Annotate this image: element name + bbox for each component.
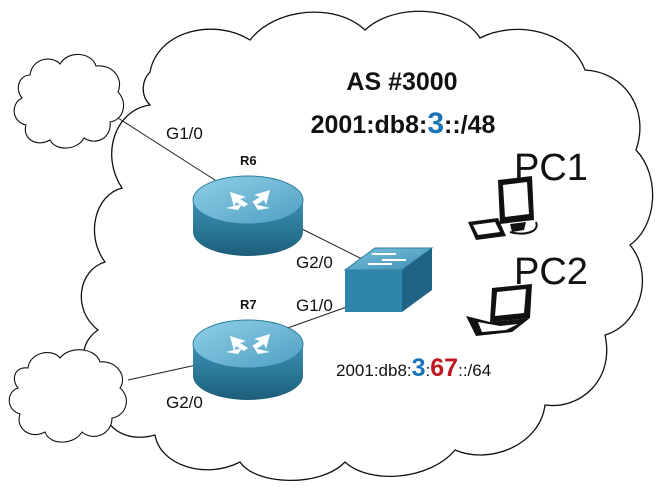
- external-cloud-bottom: [8, 349, 127, 443]
- subnet-colon: :: [426, 361, 431, 380]
- router-arrows-icon: [226, 190, 270, 210]
- r7-name: R7: [240, 297, 257, 312]
- pc1-icon[interactable]: [468, 176, 538, 240]
- external-cloud-top: [13, 53, 125, 149]
- router-r6[interactable]: [192, 175, 304, 256]
- subnet-prefix: 2001:db8:3:67::/64: [336, 354, 491, 382]
- switch[interactable]: [343, 247, 434, 312]
- as-prefix: 2001:db8:3::/48: [311, 107, 496, 140]
- switch-arrows-icon: [368, 253, 406, 265]
- r6-iface-wan: G1/0: [166, 124, 203, 143]
- as-label: AS #3000: [346, 68, 457, 96]
- link-r6-external: [117, 117, 219, 183]
- prefix-highlight: 3: [427, 107, 444, 140]
- subnet-id: 67: [430, 354, 458, 382]
- subnet-part2: ::/64: [458, 361, 491, 380]
- router-r7[interactable]: [192, 319, 304, 400]
- subnet-part1: 2001:db8:: [336, 361, 412, 380]
- subnet-site-id: 3: [412, 354, 426, 382]
- r7-iface-wan: G2/0: [166, 393, 203, 412]
- r7-iface-lan: G1/0: [296, 296, 333, 315]
- prefix-part1: 2001:db8:: [311, 111, 428, 139]
- link-r6-switch: [291, 223, 369, 263]
- r6-iface-lan: G2/0: [296, 253, 333, 272]
- prefix-part2: ::/48: [444, 111, 496, 139]
- pc2-label: PC2: [514, 251, 588, 293]
- pc2-icon[interactable]: [466, 284, 532, 336]
- r6-name: R6: [240, 153, 257, 168]
- pc1-label: PC1: [514, 147, 588, 189]
- router-arrows-icon: [226, 334, 270, 354]
